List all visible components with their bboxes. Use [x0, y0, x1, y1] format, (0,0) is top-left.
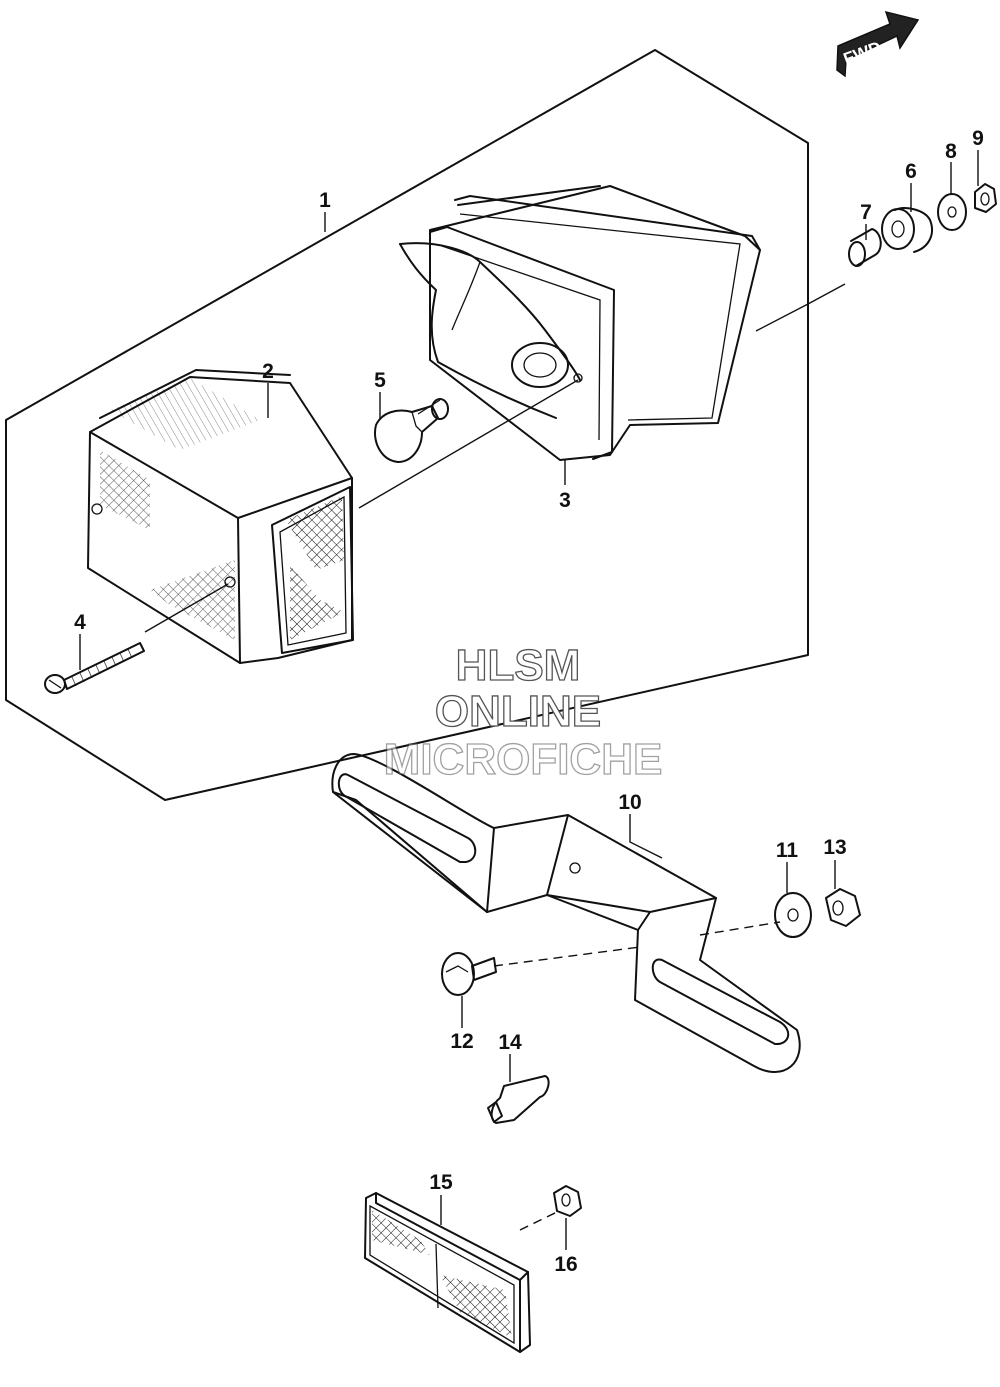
grommet-part — [881, 207, 933, 253]
callout-3: 3 — [559, 489, 571, 512]
screw-part — [44, 642, 145, 694]
callout-9: 9 — [972, 127, 984, 150]
callout-2: 2 — [262, 360, 274, 383]
callout-7: 7 — [860, 201, 872, 224]
callout-13: 13 — [823, 836, 846, 859]
watermark: HLSM ONLINE MICROFICHE — [383, 640, 663, 784]
tail-lamp-assembly-box — [5, 49, 809, 801]
plug-14-part — [487, 1075, 550, 1124]
callout-labels: 1 2 3 4 5 6 7 8 9 10 11 12 13 14 15 16 — [74, 127, 984, 1276]
reflector-part — [364, 1192, 531, 1353]
callout-15: 15 — [429, 1171, 453, 1194]
spacer-part — [848, 228, 882, 267]
watermark-line3: MICROFICHE — [384, 735, 663, 784]
callout-5: 5 — [374, 369, 386, 392]
watermark-line1: HLSM — [456, 641, 581, 690]
callout-8: 8 — [945, 140, 957, 163]
lens-part — [87, 369, 354, 664]
leader-lines — [79, 150, 979, 1250]
callout-11: 11 — [776, 839, 799, 862]
housing-part — [399, 185, 761, 461]
fwd-arrow-icon: FWD — [836, 10, 920, 78]
nut-part — [974, 183, 997, 213]
callout-16: 16 — [554, 1253, 577, 1276]
watermark-line2: ONLINE — [435, 687, 601, 736]
callout-4: 4 — [74, 611, 86, 634]
washer-11-part — [774, 892, 812, 938]
bracket-part — [331, 753, 801, 1073]
callout-10: 10 — [618, 791, 641, 814]
nut-16-part — [553, 1185, 582, 1217]
nut-13-part — [825, 888, 861, 927]
callout-1: 1 — [319, 189, 331, 212]
washer-part — [937, 193, 967, 231]
callout-12: 12 — [450, 1030, 473, 1053]
bulb-part — [374, 398, 449, 463]
callout-6: 6 — [905, 160, 917, 183]
callout-14: 14 — [498, 1031, 522, 1054]
bolt-12-part — [441, 952, 497, 996]
